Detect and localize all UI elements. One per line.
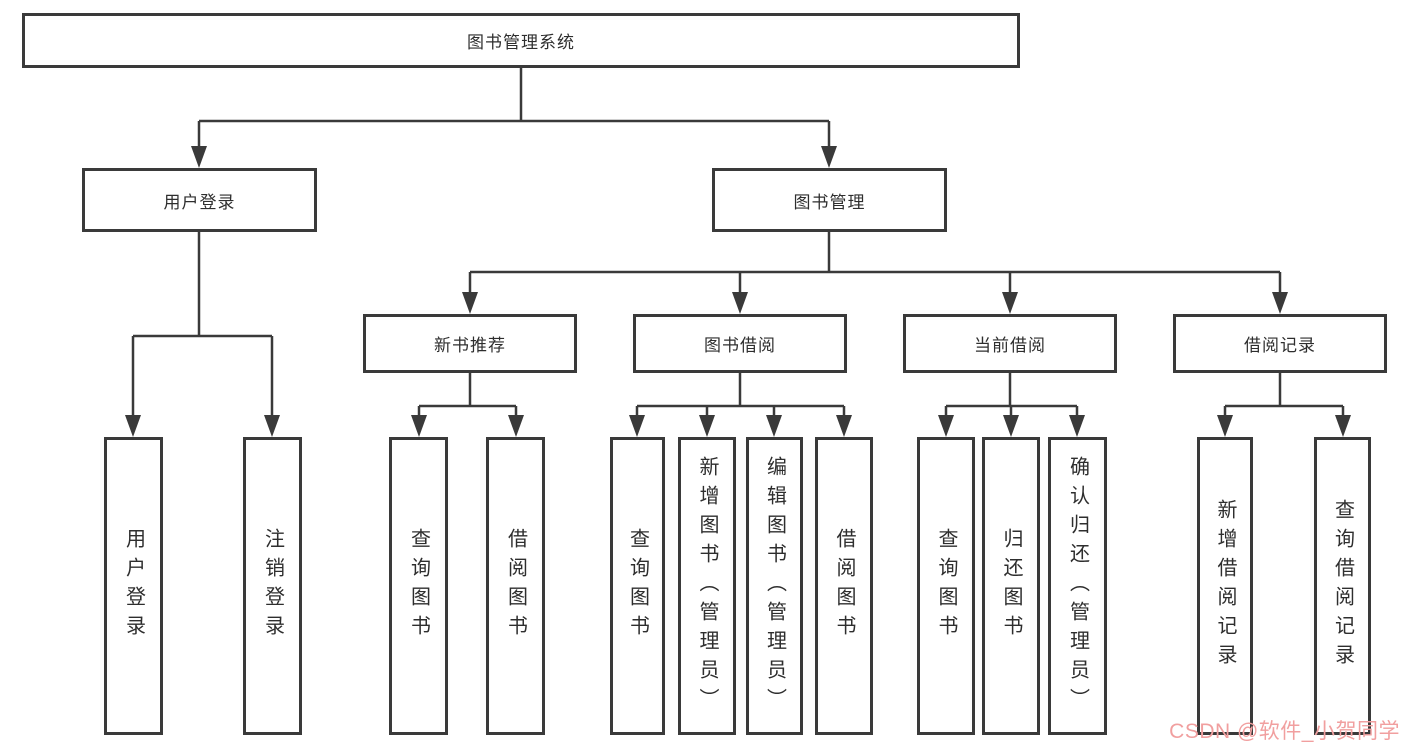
node-query-books-current-label: 查询图书 xyxy=(935,528,957,644)
node-add-book-admin-label: 新增图书（管理员） xyxy=(696,455,718,717)
csdn-watermark: CSDN @软件_小贺同学 xyxy=(1169,720,1400,743)
node-query-books-current: 查询图书 xyxy=(917,437,975,735)
node-new-book-recommendation: 新书推荐 xyxy=(363,314,577,373)
node-query-books-recommend-label: 查询图书 xyxy=(407,528,430,644)
tree-edges xyxy=(131,68,1345,419)
node-new-book-recommendation-label: 新书推荐 xyxy=(434,336,506,355)
node-return-book-label: 归还图书 xyxy=(1000,528,1022,644)
node-book-management: 图书管理 xyxy=(712,168,947,232)
node-current-borrowing: 当前借阅 xyxy=(903,314,1117,373)
node-user-login-leaf: 用户登录 xyxy=(104,437,163,735)
node-logout-leaf-label: 注销登录 xyxy=(261,528,284,644)
node-query-borrow-record: 查询借阅记录 xyxy=(1314,437,1371,735)
node-book-management-label: 图书管理 xyxy=(793,192,866,212)
node-current-borrowing-label: 当前借阅 xyxy=(974,336,1046,355)
node-borrow-book-leaf: 借阅图书 xyxy=(815,437,873,735)
node-borrow-books-recommend-label: 借阅图书 xyxy=(504,528,527,644)
node-book-borrowing: 图书借阅 xyxy=(633,314,847,373)
node-return-book: 归还图书 xyxy=(982,437,1040,735)
node-add-borrow-record: 新增借阅记录 xyxy=(1197,437,1253,735)
node-borrow-books-recommend: 借阅图书 xyxy=(486,437,545,735)
node-add-borrow-record-label: 新增借阅记录 xyxy=(1214,499,1236,673)
node-query-books-borrow: 查询图书 xyxy=(610,437,665,735)
node-add-book-admin: 新增图书（管理员） xyxy=(678,437,736,735)
node-confirm-return-admin: 确认归还（管理员） xyxy=(1048,437,1107,735)
node-confirm-return-admin-label: 确认归还（管理员） xyxy=(1066,455,1089,717)
node-root-label: 图书管理系统 xyxy=(467,33,575,52)
node-user-login-leaf-label: 用户登录 xyxy=(122,528,145,644)
node-query-borrow-record-label: 查询借阅记录 xyxy=(1331,499,1354,673)
node-user-login: 用户登录 xyxy=(82,168,317,232)
node-borrow-book-leaf-label: 借阅图书 xyxy=(833,528,855,644)
node-query-books-borrow-label: 查询图书 xyxy=(626,528,649,644)
node-user-login-label: 用户登录 xyxy=(163,192,236,212)
node-borrowing-records-label: 借阅记录 xyxy=(1244,336,1316,355)
node-library-management-system: 图书管理系统 xyxy=(22,13,1020,68)
node-query-books-recommend: 查询图书 xyxy=(389,437,448,735)
node-edit-book-admin-label: 编辑图书（管理员） xyxy=(763,455,786,717)
node-book-borrowing-label: 图书借阅 xyxy=(704,336,776,355)
node-edit-book-admin: 编辑图书（管理员） xyxy=(746,437,803,735)
node-borrowing-records: 借阅记录 xyxy=(1173,314,1387,373)
node-logout-leaf: 注销登录 xyxy=(243,437,302,735)
